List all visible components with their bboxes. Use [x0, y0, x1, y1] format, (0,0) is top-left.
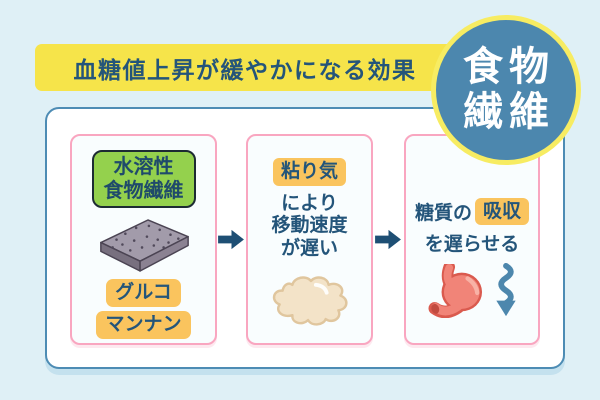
absorption-prefix-label: 糖質の — [414, 203, 472, 224]
absorption-highlight-label: 吸収 — [483, 200, 522, 222]
viscosity-highlight-label: 粘り気 — [280, 161, 338, 182]
soluble-fiber-title-line2: 食物繊維 — [103, 180, 184, 202]
tag-pill-mannan: マンナン — [96, 310, 191, 339]
down-wave-arrow-icon — [494, 262, 518, 320]
fiber-badge-line1: 食物 — [463, 45, 555, 90]
absorption-suffix-label: を遅らせる — [424, 234, 520, 255]
highlight-pill-absorption: 吸収 — [475, 197, 530, 226]
stomach-icon — [427, 261, 485, 319]
viscosity-line1: により — [281, 192, 338, 214]
soluble-fiber-title-label: 水溶性 食物繊維 — [91, 150, 196, 208]
tag-mannan-label: マンナン — [105, 313, 182, 335]
header-banner-label: 血糖値上昇が緩やかになる効果 — [73, 56, 417, 83]
step-box-soluble-fiber: 水溶性 食物繊維 グルコ マンナン — [70, 134, 217, 345]
fiber-badge: 食物 繊維 — [431, 15, 581, 165]
viscosity-line2: 移動速度 — [271, 215, 348, 237]
soluble-fiber-title-line1: 水溶性 — [113, 156, 174, 178]
viscosity-text: により 移動速度 が遅い — [271, 193, 347, 260]
highlight-pill-viscosity: 粘り気 — [272, 158, 346, 186]
tag-pill-gluco: グルコ — [106, 279, 181, 307]
flow-arrow-icon — [375, 228, 402, 251]
absorption-text-line1: 糖質の 吸収 — [414, 197, 530, 226]
konjac-block-icon — [93, 215, 195, 274]
header-banner: 血糖値上昇が緩やかになる効果 — [35, 44, 455, 91]
step-box-absorption: 糖質の 吸収 を遅らせる — [404, 134, 540, 345]
tag-gluco-label: グルコ — [115, 282, 172, 303]
flow-arrow-icon — [218, 228, 245, 251]
fiber-badge-line2: 繊維 — [463, 90, 555, 134]
viscosity-line3: が遅い — [280, 237, 338, 259]
step-box-viscosity: 粘り気 により 移動速度 が遅い — [246, 134, 373, 345]
viscous-blob-icon — [265, 273, 355, 328]
absorption-icons-row — [427, 261, 518, 320]
